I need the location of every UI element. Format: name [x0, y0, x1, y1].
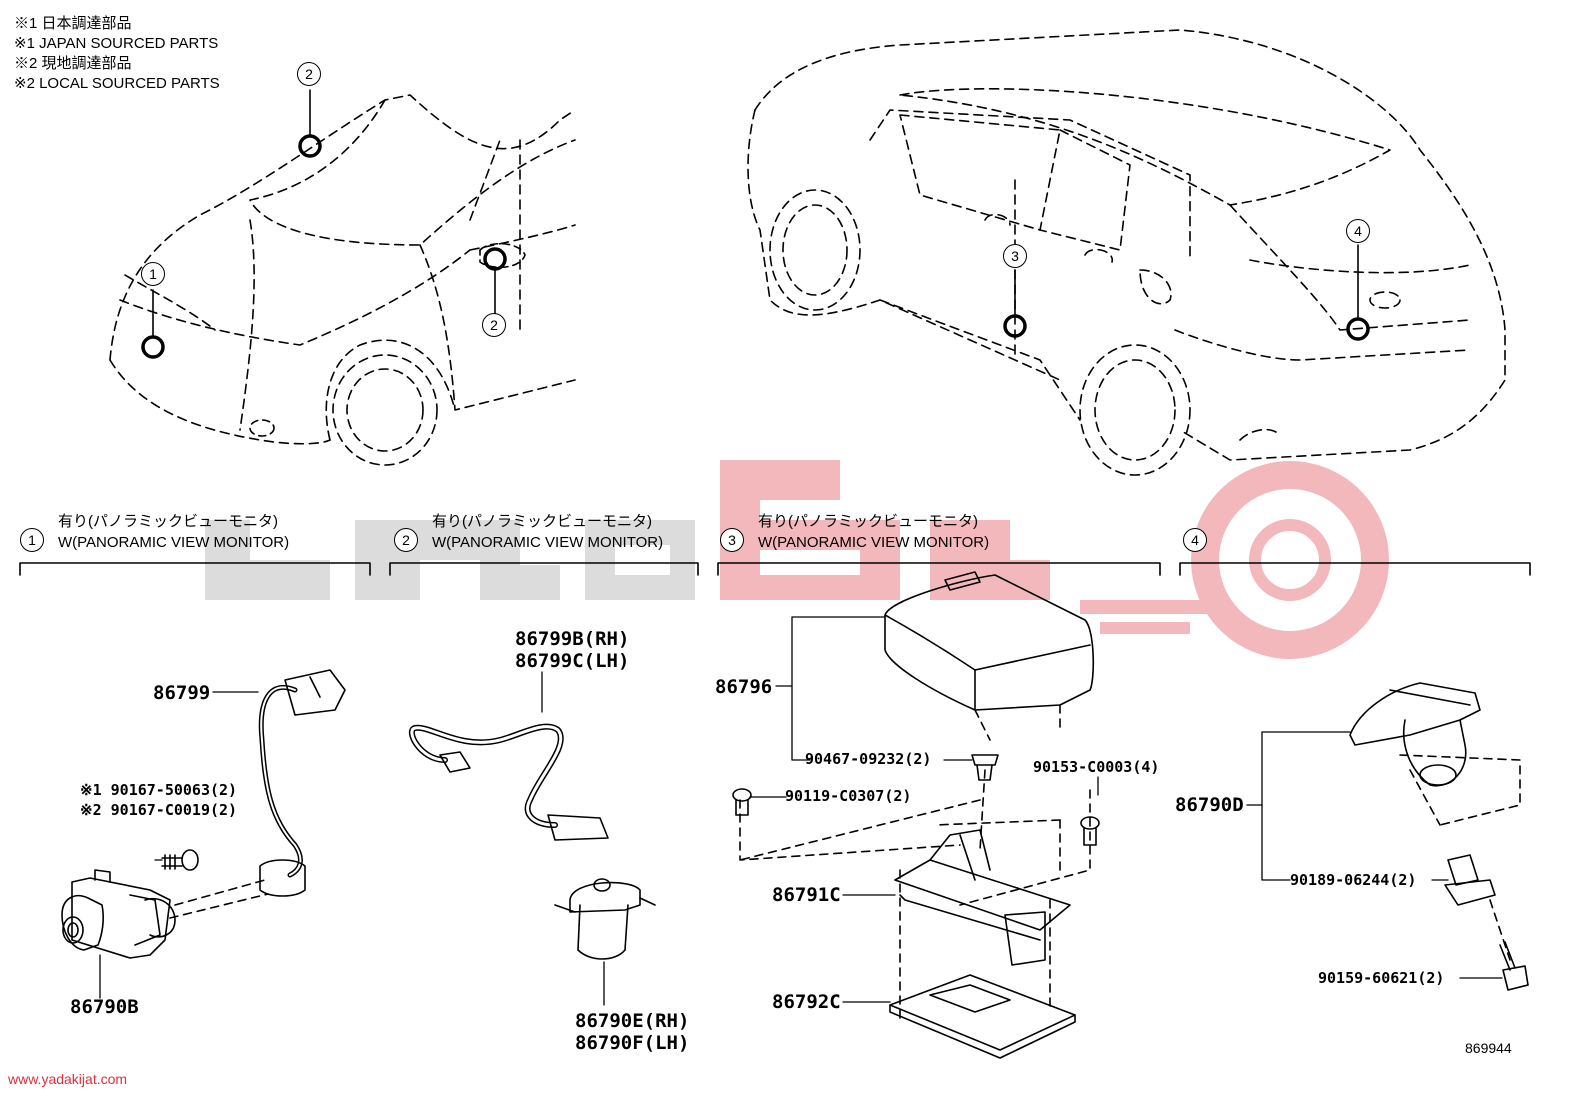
bolt-90119	[732, 788, 752, 816]
bracket-86791C	[894, 829, 1071, 966]
section-number: 4	[1183, 528, 1207, 552]
bracket-86792C	[889, 974, 1076, 1059]
screw-90467	[971, 754, 999, 781]
section-title-jp: 有り(パノラミックビューモニタ)	[758, 513, 978, 530]
location-marker: 3	[1003, 244, 1027, 268]
ecu-leaders	[739, 704, 1091, 1021]
part-label-86790D[interactable]: 86790D	[1175, 794, 1244, 816]
watermark-url[interactable]: www.yadakijat.com	[8, 1071, 128, 1087]
section-title-en: W(PANORAMIC VIEW MONITOR)	[432, 534, 664, 551]
part-label-90159[interactable]: 90159-60621(2)	[1318, 969, 1445, 987]
section-title-jp: 有り(パノラミックビューモニタ)	[432, 513, 652, 530]
part-leader-lines	[99, 616, 1503, 1006]
front-camera-location	[298, 134, 322, 158]
part-label-90189[interactable]: 90189-06244(2)	[1290, 871, 1417, 889]
part-label-86796[interactable]: 86796	[715, 676, 773, 698]
rear-wheels	[769, 189, 1191, 476]
bolt-90167	[161, 849, 199, 871]
camera-leaders	[1399, 754, 1521, 961]
part-label-86799C[interactable]: 86799C(LH)	[515, 650, 630, 672]
ecu-86796	[884, 571, 1095, 711]
sourcing-note: ※2 現地調達部品	[14, 55, 132, 72]
part-label-bolt-local[interactable]: ※2 90167-C0019(2)	[80, 801, 238, 819]
front-mirror	[249, 242, 526, 437]
part-label-86790E[interactable]: 86790E(RH)	[575, 1010, 690, 1032]
camera-86790E	[554, 878, 656, 960]
camera-86790D	[1349, 682, 1481, 787]
clip-90189	[1444, 854, 1496, 906]
part-label-bolt-jp[interactable]: ※1 90167-50063(2)	[80, 781, 238, 799]
location-marker: 2	[482, 313, 506, 337]
part-label-86791C[interactable]: 86791C	[772, 884, 841, 906]
front-vehicle-outline	[109, 94, 576, 445]
location-marker: 1	[141, 262, 165, 286]
part-label-90467[interactable]: 90467-09232(2)	[805, 750, 932, 768]
sourcing-note: ※1 日本調達部品	[14, 15, 132, 32]
part-label-86799B[interactable]: 86799B(RH)	[515, 628, 630, 650]
section-brackets	[19, 562, 1531, 576]
front-camera-location	[141, 335, 165, 359]
section-title-en: W(PANORAMIC VIEW MONITOR)	[758, 534, 990, 551]
section-title-jp: 有り(パノラミックビューモニタ)	[58, 513, 278, 530]
back-camera-location	[1346, 317, 1370, 341]
sourcing-note: ※1 JAPAN SOURCED PARTS	[14, 35, 219, 52]
section-title-en: W(PANORAMIC VIEW MONITOR)	[58, 534, 290, 551]
bolt-90153	[1080, 816, 1100, 846]
part-label-90119[interactable]: 90119-C0307(2)	[785, 787, 912, 805]
location-marker: 2	[297, 62, 321, 86]
part-label-86790F[interactable]: 86790F(LH)	[575, 1032, 690, 1054]
location-marker: 4	[1346, 219, 1370, 243]
section-number: 1	[20, 528, 44, 552]
rear-marker-leaders	[1014, 244, 1359, 319]
wire-harness-86799	[258, 669, 346, 897]
sourcing-note: ※2 LOCAL SOURCED PARTS	[14, 75, 220, 92]
section-number: 3	[720, 528, 744, 552]
assembly-leaders-1	[169, 879, 269, 919]
watermark-logo	[205, 460, 1389, 659]
part-label-90153[interactable]: 90153-C0003(4)	[1033, 758, 1160, 776]
part-label-86799[interactable]: 86799	[153, 682, 211, 704]
section-number: 2	[394, 528, 418, 552]
front-marker-leaders	[152, 89, 496, 338]
rear-vehicle-outline	[747, 29, 1506, 461]
side-camera-location	[1003, 314, 1027, 338]
screw-90159	[1499, 941, 1529, 991]
part-label-86792C[interactable]: 86792C	[772, 991, 841, 1013]
camera-86790B	[61, 869, 176, 959]
mirror-camera-location	[483, 247, 507, 271]
diagram-id: 869944	[1465, 1040, 1512, 1056]
wire-harness-86799B	[408, 723, 609, 841]
front-wheel	[332, 354, 438, 466]
part-label-86790B[interactable]: 86790B	[70, 996, 139, 1018]
